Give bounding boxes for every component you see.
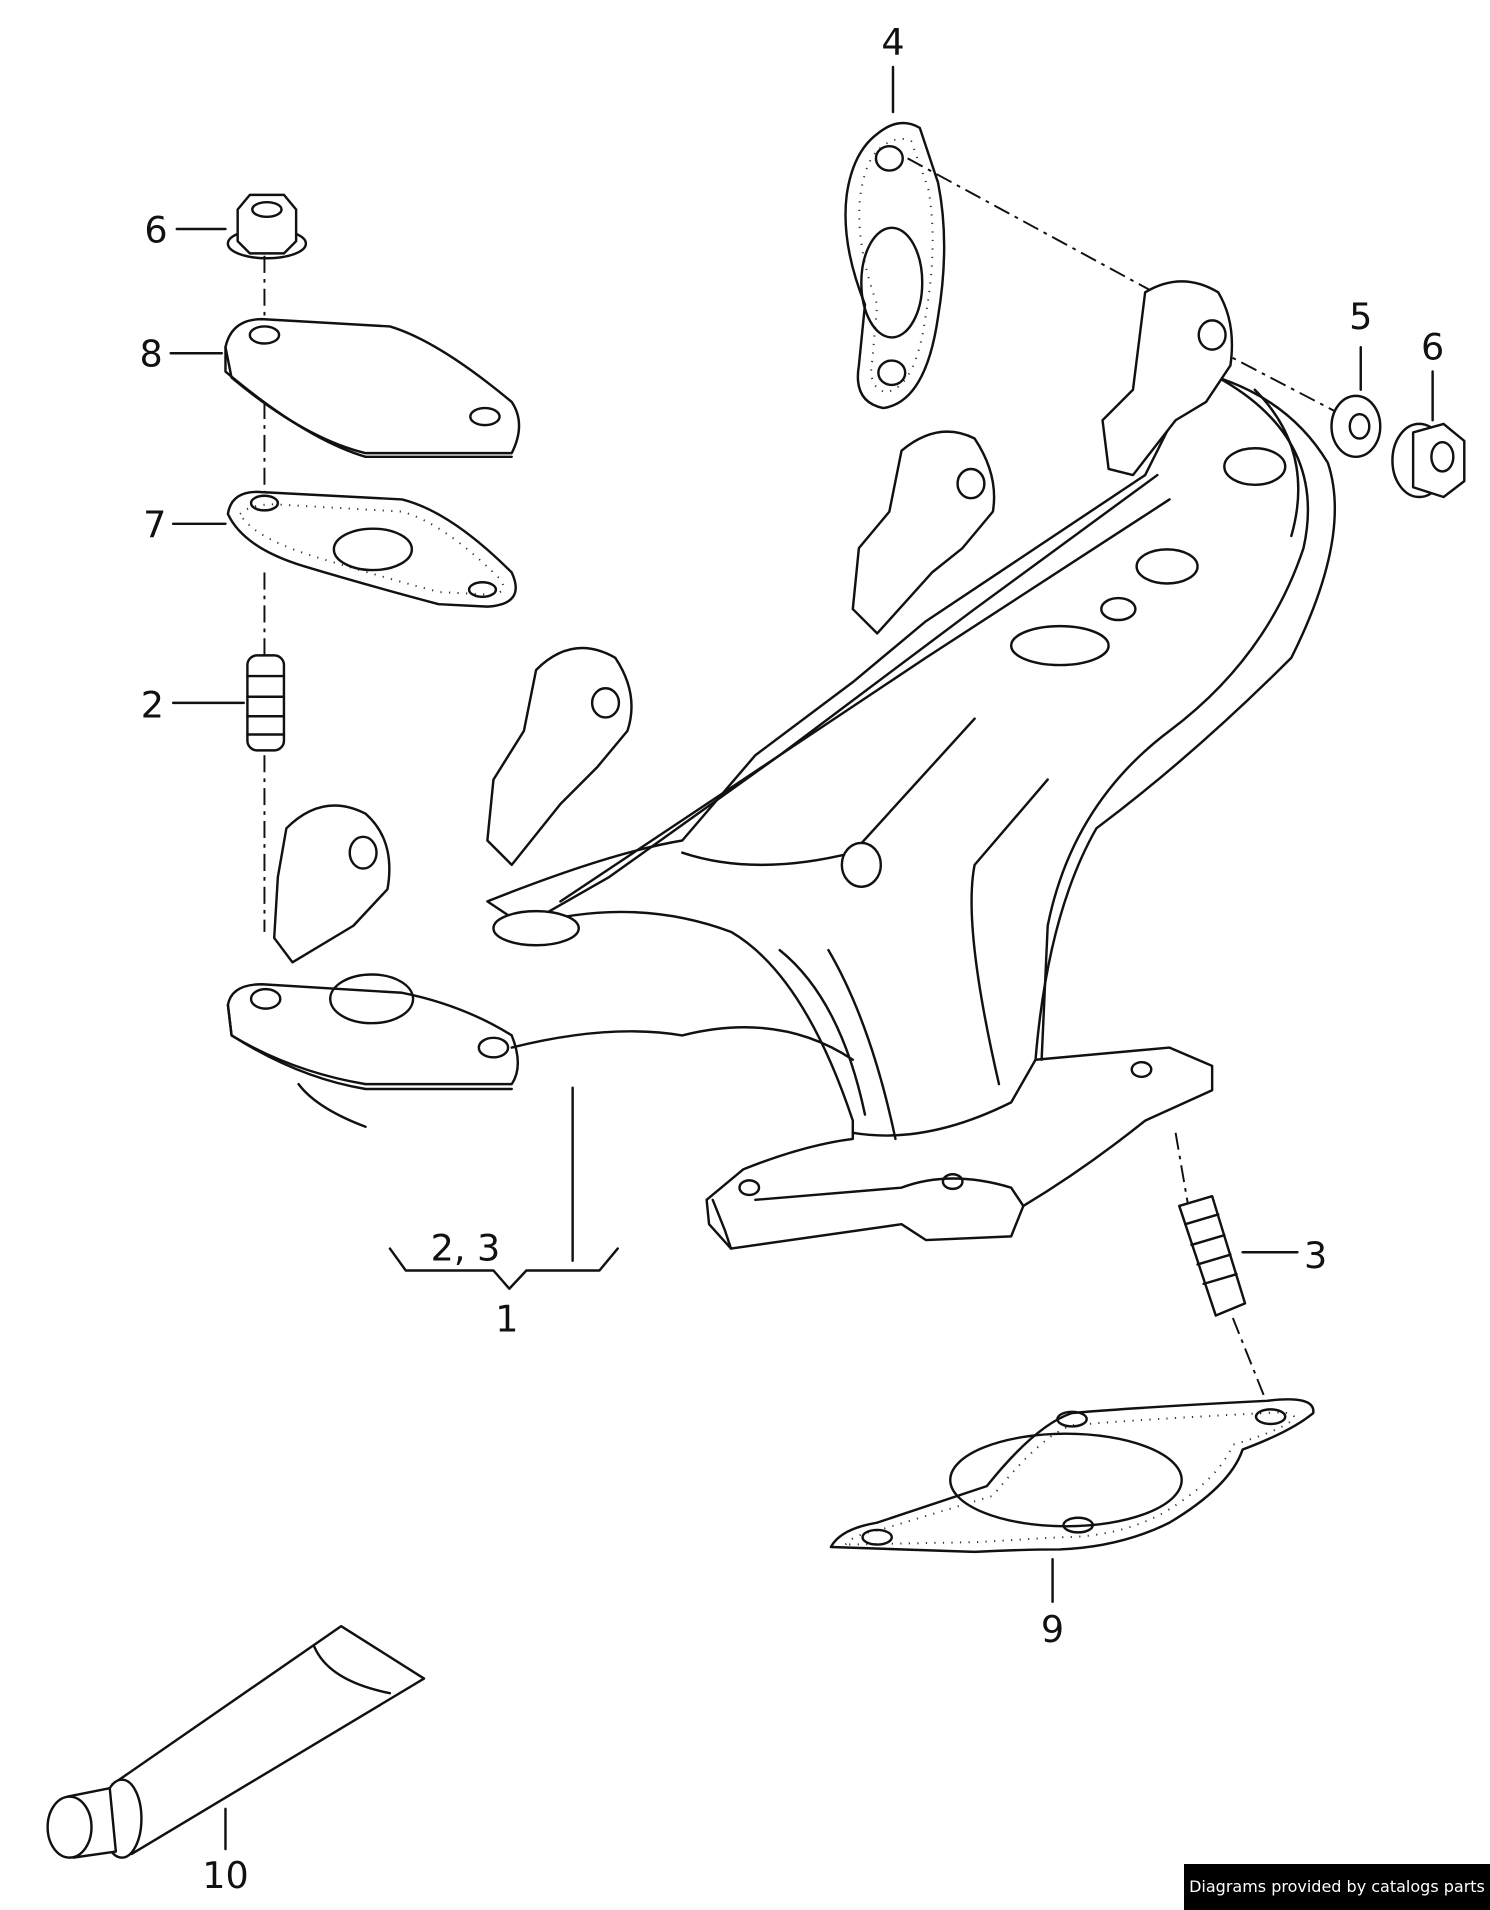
callout-2-3: 2, 3 bbox=[431, 1227, 501, 1270]
flange-nut-right[interactable] bbox=[1391, 422, 1466, 499]
callout-7: 7 bbox=[143, 503, 166, 546]
callout-8: 8 bbox=[140, 333, 163, 376]
flange-nut-left[interactable] bbox=[226, 193, 308, 260]
exhaust-manifold[interactable] bbox=[226, 280, 1337, 1250]
callout-1: 1 bbox=[495, 1297, 518, 1340]
callout-9: 9 bbox=[1041, 1608, 1064, 1651]
callout-6-left: 6 bbox=[144, 208, 167, 251]
gasket-7[interactable] bbox=[226, 490, 517, 608]
gasket-4[interactable] bbox=[844, 121, 946, 410]
washer-5[interactable] bbox=[1330, 394, 1382, 459]
leader-lines bbox=[169, 65, 1434, 1851]
stud-2[interactable] bbox=[246, 654, 286, 752]
callout-6-right: 6 bbox=[1421, 325, 1444, 368]
callout-10: 10 bbox=[202, 1854, 249, 1897]
callout-4: 4 bbox=[881, 21, 904, 64]
callout-5: 5 bbox=[1349, 295, 1372, 338]
callout-3: 3 bbox=[1304, 1234, 1327, 1277]
credit-banner: Diagrams provided by catalogs parts bbox=[1184, 1864, 1490, 1910]
sealant-tube[interactable] bbox=[46, 1624, 426, 1859]
gasket-9[interactable] bbox=[829, 1398, 1315, 1554]
cover-plate[interactable] bbox=[224, 317, 521, 459]
stud-3[interactable] bbox=[1178, 1194, 1247, 1317]
callout-2: 2 bbox=[141, 683, 164, 726]
